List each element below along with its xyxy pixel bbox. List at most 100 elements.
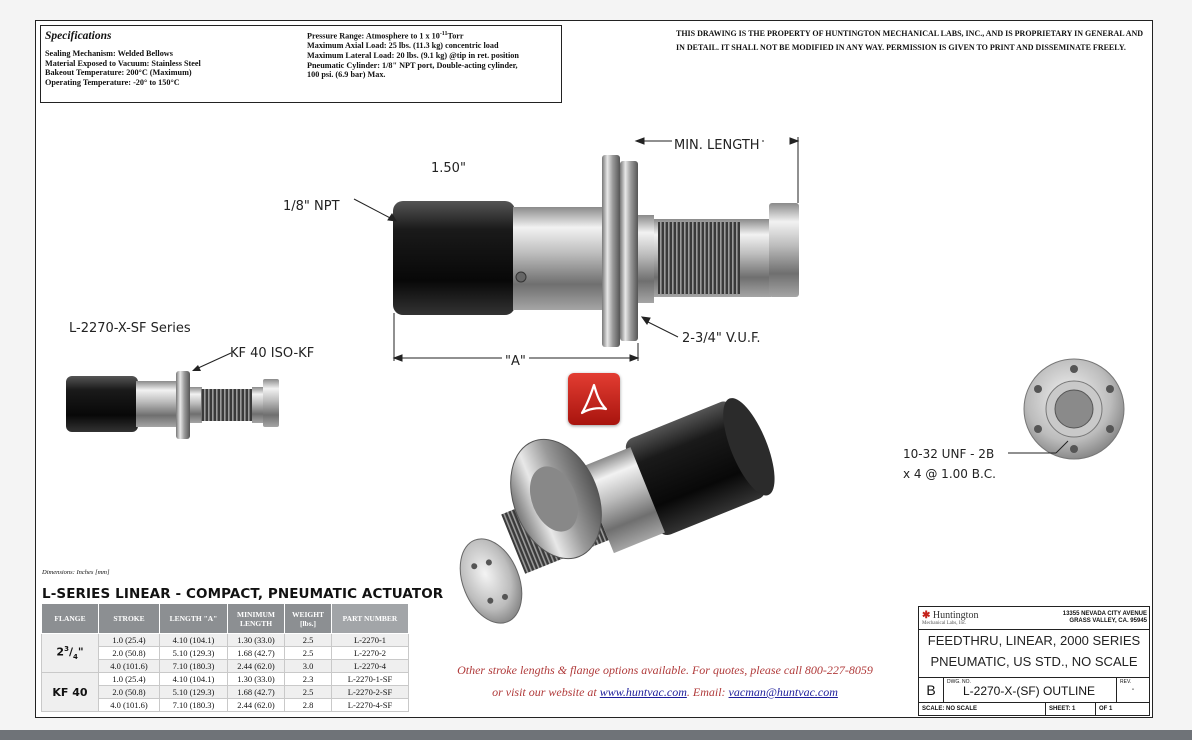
drawing-artwork [66,137,1125,624]
specifications-box: Specifications Sealing Mechanism: Welded… [40,25,562,103]
email-link[interactable]: vacman@huntvac.com [728,685,838,699]
quote-note-line-1: Other stroke lengths & flange options av… [457,663,873,677]
spec-line: Pneumatic Cylinder: 1/8" NPT port, Doubl… [307,60,518,70]
min-length-label: MIN. LENGTH [672,138,762,153]
bottom-scrollbar[interactable] [0,730,1192,740]
kf40-label: KF 40 ISO-KF [230,346,315,361]
cell-length: 7.10 (180.3) [159,659,228,673]
header-part-number: PART NUMBER [331,603,409,634]
cell-stroke: 4.0 (101.6) [98,659,160,673]
cell-minlen: 1.68 (42.7) [227,646,285,660]
drawing-sheet: Specifications Sealing Mechanism: Welded… [35,20,1153,718]
kf40-body [136,381,178,427]
proprietary-notice: THIS DRAWING IS THE PROPERTY OF HUNTINGT… [676,29,1144,52]
header-stroke: STROKE [98,603,160,634]
thread-label-1: 10-32 UNF - 2B [903,447,995,461]
specifications-title: Specifications [45,30,112,42]
cell-weight: 2.5 [284,685,332,699]
end-view [1008,358,1125,460]
pneumatic-cylinder [393,201,515,315]
cell-weight: 2.8 [284,698,332,712]
cell-part-number: L-2270-2-SF [331,685,409,699]
drawing-title-1: FEEDTHRU, LINEAR, 2000 SERIES [927,633,1141,648]
spec-line: 100 psi. (6.9 bar) Max. [307,70,386,80]
kf40-tip [263,379,279,427]
npt-port [515,271,527,283]
dimension-150-label: 1.50" [431,161,466,176]
cell-minlen: 2.44 (62.0) [227,698,285,712]
series-label: L-2270-X-SF Series [69,321,191,336]
title-block-header: ✱ Huntington Mechanical Labs, Inc. 13355… [919,607,1149,630]
title-block: ✱ Huntington Mechanical Labs, Inc. 13355… [918,606,1150,716]
iso-tip-disc [459,538,523,624]
table-row: 23/4" 1.0 (25.4) 4.10 (104.1) 1.30 (33.0… [41,633,409,673]
header-weight: WEIGHT [lbs.] [284,603,332,634]
revision-cell: REV. - [1116,678,1149,702]
thread-label-2: x 4 @ 1.00 B.C. [903,467,996,481]
drawing-number-row: B DWG. NO. L-2270-X-(SF) OUTLINE REV. - [919,677,1149,702]
scale-sheet-row: SCALE: NO SCALE SHEET: 1 OF 1 [919,702,1149,716]
cell-stroke: 2.0 (50.8) [98,646,160,660]
cell-minlen: 2.44 (62.0) [227,659,285,673]
cell-minlen: 1.30 (33.0) [227,672,285,686]
cylinder-body [513,207,603,310]
cell-stroke: 1.0 (25.4) [98,672,160,686]
scale-label: SCALE: NO SCALE [922,706,978,712]
company-logo: ✱ Huntington Mechanical Labs, Inc. [922,610,979,626]
spec-pressure-range: Pressure Range: Atmosphere to 1 x 10-11T… [307,31,464,41]
cell-part-number: L-2270-4-SF [331,698,409,712]
quote-note: Other stroke lengths & flange options av… [420,659,910,703]
flange-group-cf: 23/4" [41,633,99,673]
cell-part-number: L-2270-1 [331,633,409,647]
cell-minlen: 1.30 (33.0) [227,633,285,647]
cell-minlen: 1.68 (42.7) [227,685,285,699]
kf40-shaft [252,387,264,423]
spec-line: Material Exposed to Vacuum: Stainless St… [45,58,201,68]
vuf-flange [602,155,620,347]
spec-line: Bakeout Temperature: 200°C (Maximum) [45,68,192,78]
website-link[interactable]: www.huntvac.com [599,685,687,699]
drawing-title-2: PNEUMATIC, US STD., NO SCALE [930,654,1138,669]
npt-label: 1/8" NPT [283,199,340,214]
header-minimum-length: MINIMUM LENGTH [227,603,285,634]
sheet-size: B [919,678,944,702]
quote-note-line-2: or visit our website at www.huntvac.com.… [492,685,838,699]
cell-length: 5.10 (129.3) [159,685,228,699]
kf40-flange [176,371,190,439]
table-row: 4.0 (101.6) 7.10 (180.3) 2.44 (62.0) 3.0… [42,659,409,673]
vuf-flange-2 [620,161,638,341]
flange-group-kf40: KF 40 [41,672,99,712]
table-row: 2.0 (50.8) 5.10 (129.3) 1.68 (42.7) 2.5 … [42,685,409,699]
cell-weight: 3.0 [284,659,332,673]
spec-line: Maximum Axial Load: 25 lbs. (11.3 kg) co… [307,41,499,51]
kf40-actuator-view [66,352,279,439]
dwg-no-label: DWG. NO. [947,679,971,685]
shaft-collar [743,219,771,297]
spec-line: Sealing Mechanism: Welded Bellows [45,49,173,58]
drawing-number: L-2270-X-(SF) OUTLINE [962,684,1096,698]
cell-weight: 2.5 [284,633,332,647]
cell-length: 4.10 (104.1) [159,633,228,647]
logo-star-icon: ✱ [922,610,931,621]
tip-flange [769,203,799,297]
cell-stroke: 1.0 (25.4) [98,633,160,647]
header-flange: FLANGE [41,603,99,634]
cell-length: 5.10 (129.3) [159,646,228,660]
main-actuator-view [353,137,800,362]
cell-part-number: L-2270-4 [331,659,409,673]
pdf-icon[interactable] [568,373,620,425]
isometric-view [459,398,775,624]
kf40-cylinder [66,376,138,432]
kf40-bellows [201,389,253,421]
dimensions-note: Dimensions: Inches [mm] [42,569,110,576]
cell-stroke: 4.0 (101.6) [98,698,160,712]
table-title: L-SERIES LINEAR - COMPACT, PNEUMATIC ACT… [42,586,444,602]
cell-part-number: L-2270-2 [331,646,409,660]
cell-weight: 2.3 [284,672,332,686]
dimension-a-label: "A" [502,354,529,369]
header-length-a: LENGTH "A" [159,603,228,634]
table-row: 4.0 (101.6) 7.10 (180.3) 2.44 (62.0) 2.8… [42,698,409,712]
sheet-label: SHEET: 1 [1049,706,1076,712]
welded-bellows [658,222,740,294]
of-label: OF 1 [1099,706,1113,712]
